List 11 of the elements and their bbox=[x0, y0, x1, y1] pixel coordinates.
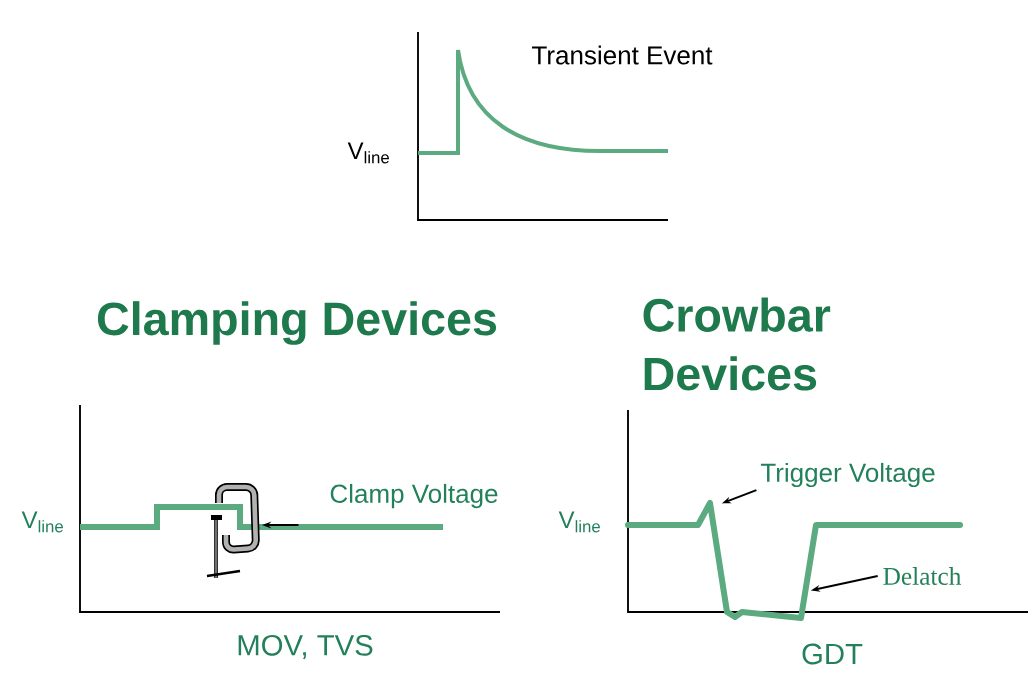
heading: Clamping Devices bbox=[97, 301, 497, 345]
axis-label: V$_{line}$ bbox=[347, 142, 389, 164]
leader-text: Trigger Voltage bbox=[760, 462, 935, 488]
leader-text: Clamp Voltage bbox=[330, 483, 498, 509]
chart-title: Transient Event bbox=[532, 45, 713, 65]
heading: Crowbar Devices bbox=[643, 297, 831, 391]
axis-label: V$_{line}$ bbox=[558, 511, 600, 533]
clamp-drawing bbox=[206, 483, 260, 579]
waveform bbox=[625, 500, 963, 621]
axis-label: V$_{line}$ bbox=[21, 511, 63, 533]
device-label: MOV, TVS bbox=[238, 634, 373, 660]
